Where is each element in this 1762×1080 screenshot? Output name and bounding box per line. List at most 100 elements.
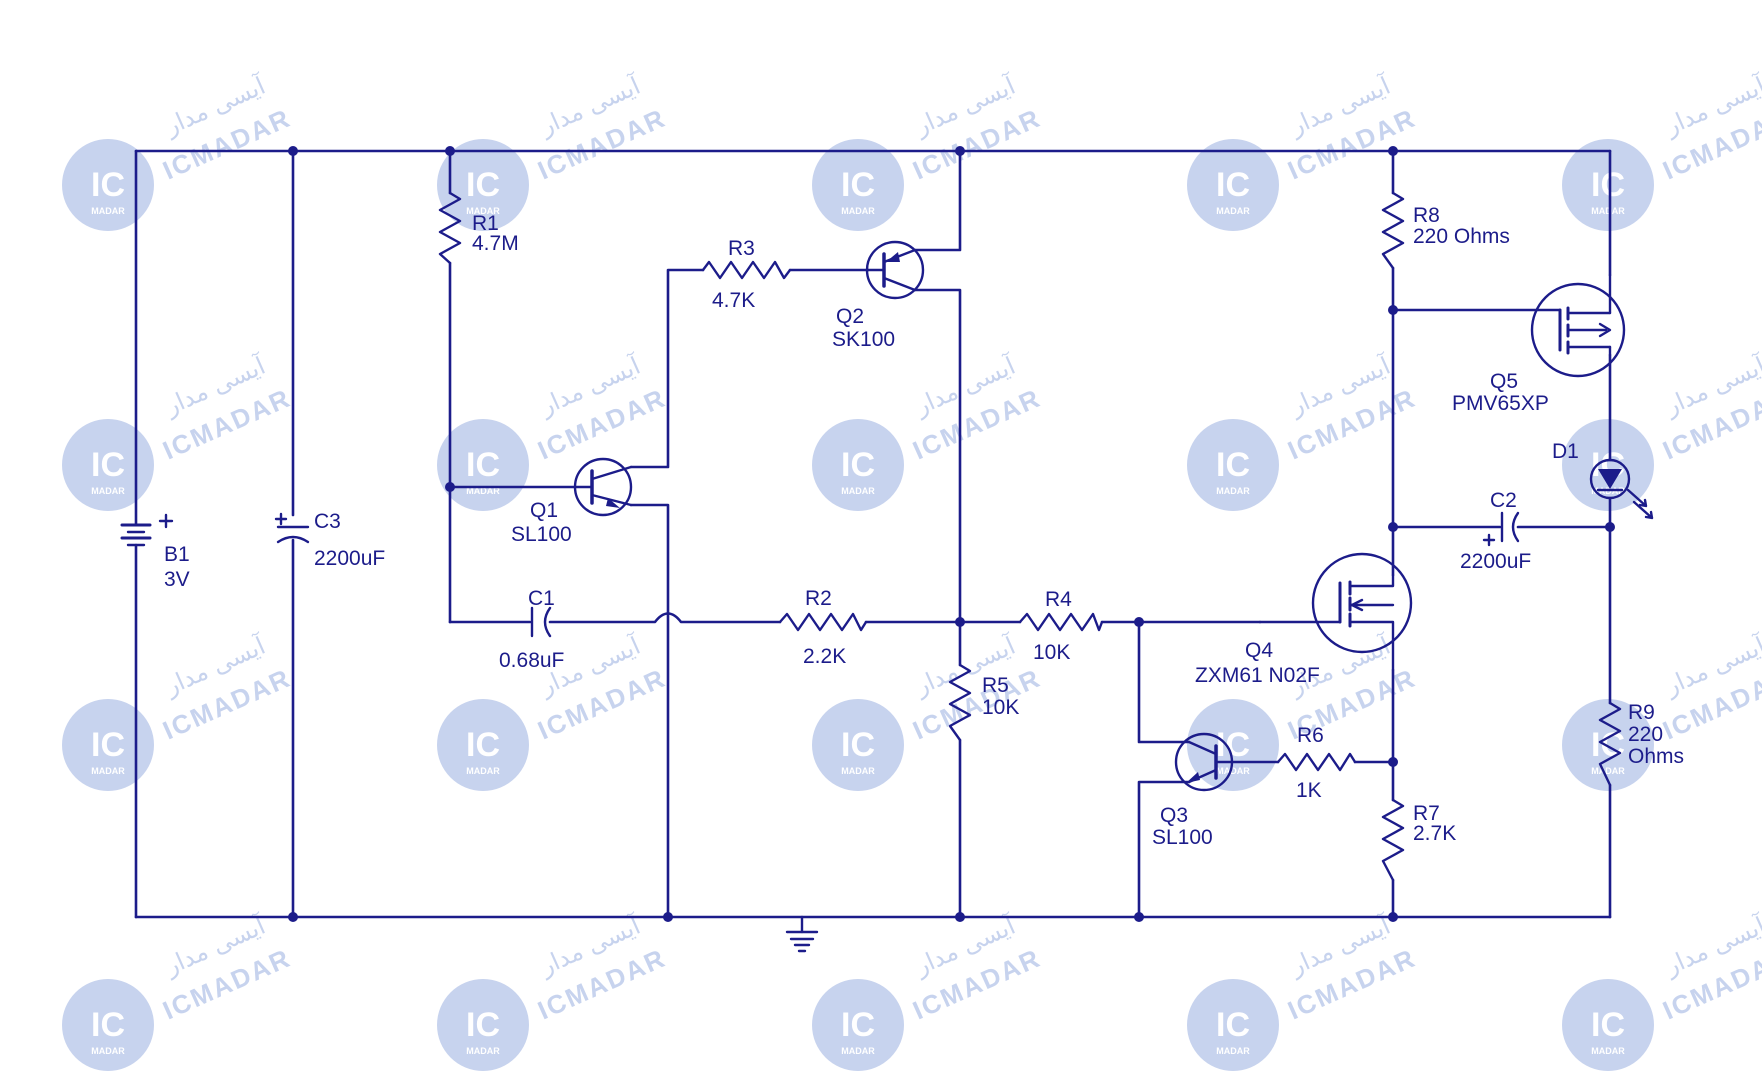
watermark-logo-text: IC [466, 166, 500, 204]
d1-ref: D1 [1552, 440, 1579, 463]
r3-ref: R3 [728, 237, 755, 260]
q2-ref: Q2 [836, 305, 864, 328]
watermark-logo-subtext: MADAR [466, 766, 500, 776]
watermark-logo [1187, 979, 1279, 1071]
r3-value: 4.7K [712, 289, 755, 312]
mosfet-q4 [1311, 552, 1413, 672]
watermark-logo [62, 699, 154, 791]
watermark-logo-text: IC [1216, 726, 1250, 764]
watermark-logo-text: IC [91, 446, 125, 484]
watermark-logo-text: IC [1216, 1006, 1250, 1044]
transistor-q1 [573, 457, 633, 517]
watermark-logo [812, 699, 904, 791]
r1-ref: R1 [472, 212, 499, 235]
c3-value: 2200uF [314, 547, 385, 570]
watermark-logo-subtext: MADAR [466, 486, 500, 496]
watermark-logo [1562, 979, 1654, 1071]
r4-ref: R4 [1045, 588, 1072, 611]
watermark-logo-subtext: MADAR [1216, 1046, 1250, 1056]
q1-value: SL100 [511, 523, 572, 546]
watermark-logo-subtext: MADAR [841, 486, 875, 496]
watermark-logo [1562, 419, 1654, 511]
watermark-logo-text: IC [91, 166, 125, 204]
resistor-r7 [1381, 798, 1405, 882]
watermark-logo-subtext: MADAR [1216, 486, 1250, 496]
b1-ref: B1 [164, 543, 190, 566]
watermark-logo-subtext: MADAR [91, 486, 125, 496]
r5-ref: R5 [982, 674, 1009, 697]
watermark-logo-text: IC [1216, 446, 1250, 484]
r9-value-line1: 220 [1628, 723, 1663, 746]
watermark-logo-text: IC [91, 1006, 125, 1044]
q4-value: ZXM61 N02F [1195, 664, 1320, 687]
watermark-logo-subtext: MADAR [841, 206, 875, 216]
ground-symbol [785, 915, 819, 953]
c2-value: 2200uF [1460, 550, 1531, 573]
watermark-logo-subtext: MADAR [91, 206, 125, 216]
r2-ref: R2 [805, 587, 832, 610]
watermark-logo-subtext: MADAR [1216, 766, 1250, 776]
watermark-logo [1187, 699, 1279, 791]
watermark-logo-text: IC [841, 726, 875, 764]
capacitor-c2 [1482, 511, 1520, 547]
watermark-logo-text: IC [466, 1006, 500, 1044]
watermark-logo [1562, 699, 1654, 791]
watermark-logo-subtext: MADAR [91, 766, 125, 776]
resistor-r2 [778, 612, 868, 632]
watermark-logo [62, 979, 154, 1071]
wires [134, 149, 1612, 919]
resistor-r1 [438, 191, 462, 265]
watermark-logo-text: IC [1216, 166, 1250, 204]
b1-value: 3V [164, 568, 190, 591]
resistor-r5 [948, 663, 972, 742]
q1-ref: Q1 [530, 499, 558, 522]
watermark-logo-text: IC [466, 726, 500, 764]
r4-value: 10K [1033, 641, 1070, 664]
q3-ref: Q3 [1160, 804, 1188, 827]
watermark-logo [1562, 139, 1654, 231]
capacitor-c3 [274, 512, 310, 544]
q5-value: PMV65XP [1452, 392, 1549, 415]
watermark-logo-subtext: MADAR [91, 1046, 125, 1056]
r9-value-line2: Ohms [1628, 745, 1684, 768]
watermark-logo [437, 699, 529, 791]
resistor-r6 [1276, 752, 1357, 772]
watermark-logo [62, 139, 154, 231]
watermark-logo [812, 419, 904, 511]
r1-value: 4.7M [472, 232, 519, 255]
r7-ref: R7 [1413, 802, 1440, 825]
resistor-r4 [1018, 612, 1104, 632]
c3-ref: C3 [314, 510, 341, 533]
watermark-logo-subtext: MADAR [1216, 206, 1250, 216]
r6-ref: R6 [1297, 724, 1324, 747]
resistor-r3 [701, 260, 792, 280]
r6-value: 1K [1296, 779, 1322, 802]
c1-ref: C1 [528, 587, 555, 610]
q4-ref: Q4 [1245, 639, 1273, 662]
watermark-logo-text: IC [91, 726, 125, 764]
r8-value: 220 Ohms [1413, 225, 1510, 248]
r2-value: 2.2K [803, 645, 846, 668]
watermark-logo-subtext: MADAR [1591, 766, 1625, 776]
q5-ref: Q5 [1490, 370, 1518, 393]
watermark-logo-text: IC [1591, 166, 1625, 204]
watermark-logo-text: IC [841, 446, 875, 484]
resistor-r9 [1598, 701, 1622, 787]
led-d1 [1589, 458, 1654, 520]
watermark-logo [437, 139, 529, 231]
watermark-logo-subtext: MADAR [1591, 206, 1625, 216]
transistor-q3 [1174, 732, 1234, 792]
watermark-logo [812, 139, 904, 231]
watermark-logo-subtext: MADAR [1591, 1046, 1625, 1056]
mosfet-q5 [1530, 273, 1626, 378]
